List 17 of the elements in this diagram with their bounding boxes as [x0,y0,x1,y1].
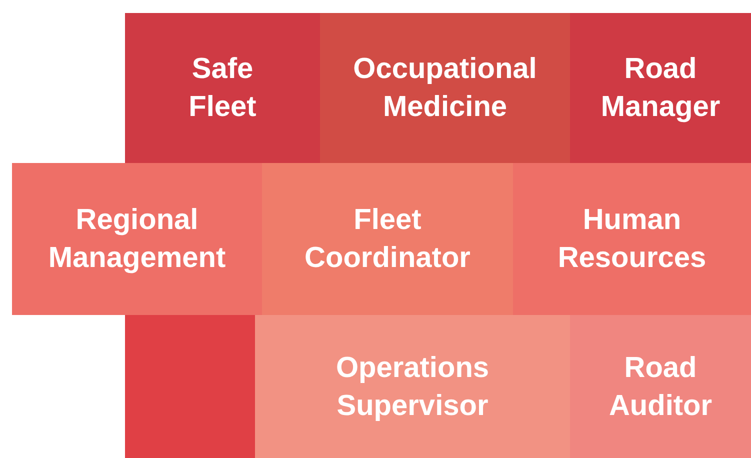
tile [513,163,751,315]
tile [570,13,751,163]
tile-label: Fleet Coordinator [304,203,472,276]
tile-label: Occupational Medicine [352,52,538,125]
tile [125,315,255,458]
tile [320,13,570,163]
tile [570,315,751,458]
tile-label: Road Manager [600,52,722,125]
tile [255,315,570,458]
tile-label: Road Auditor [608,350,714,424]
tile [262,163,513,315]
tile-label: Safe Fleet [188,52,258,125]
tile-label: Regional Management [47,203,227,276]
tile [125,13,320,163]
tile-label: Human Resources [556,203,708,276]
tile [12,163,262,315]
tile-label: Operations Supervisor [334,350,490,424]
